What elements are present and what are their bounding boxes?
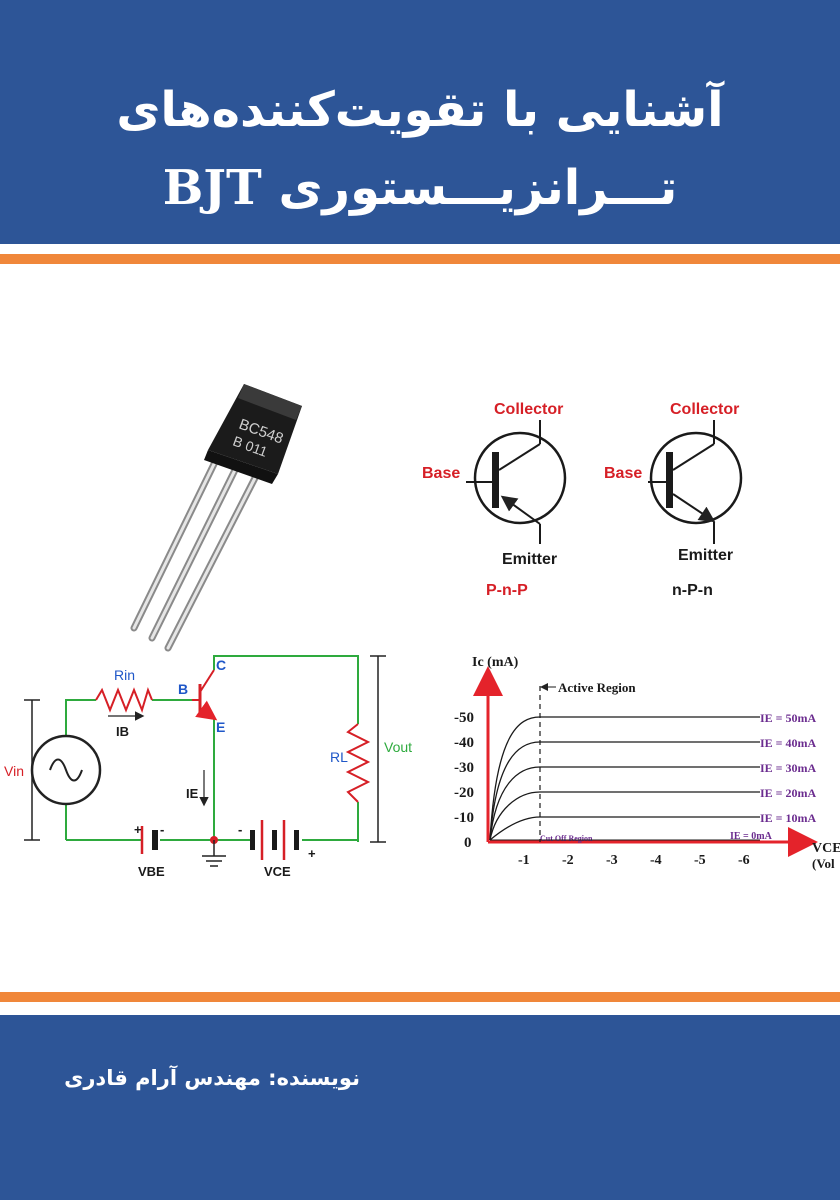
top-title-band <box>0 0 840 244</box>
y-tick-label: -40 <box>454 735 474 751</box>
book-title-line2: تـــرانزیـــستوری BJT <box>0 160 840 216</box>
bottom-author-band <box>0 1015 840 1200</box>
pnp-emitter-label: Emitter <box>502 551 557 568</box>
top-white-stripe <box>0 244 840 252</box>
curve-label: IE = 50mA <box>760 711 817 725</box>
vbe-minus: - <box>160 822 164 837</box>
y-tick-label: -20 <box>454 785 474 801</box>
rl-label: RL <box>330 749 348 765</box>
graph-y-label: Ic (mA) <box>472 655 519 670</box>
graph-x-label: VCE <box>812 841 840 856</box>
vout-label: Vout <box>384 739 412 755</box>
vbe-plus: + <box>134 822 142 837</box>
collector-terminal-label: C <box>216 657 226 673</box>
ib-label: IB <box>116 724 129 739</box>
book-title-line1: آشنایی با تقویت‌کننده‌های <box>116 82 724 138</box>
vbe-label: VBE <box>138 864 165 879</box>
pnp-base-label: Base <box>422 465 460 482</box>
npn-base-label: Base <box>604 465 642 482</box>
amplifier-circuit: Rin IB B C E IE Vin RL Vout + - VBE <box>4 655 412 879</box>
curve-label: IE = 0mA <box>730 831 773 842</box>
graph-x-unit: (Vol <box>812 856 835 871</box>
pnp-collector-label: Collector <box>494 401 563 418</box>
npn-emitter-label: Emitter <box>678 547 733 564</box>
npn-type-label: n-P-n <box>672 582 713 599</box>
rin-label: Rin <box>114 667 135 683</box>
curve-label: IE = 30mA <box>760 761 817 775</box>
base-terminal-label: B <box>178 681 188 697</box>
characteristic-curve <box>489 741 760 841</box>
characteristic-curve <box>489 816 760 841</box>
book-title-bjt: BJT <box>162 160 262 216</box>
x-tick-label: -1 <box>518 853 530 868</box>
characteristic-curve <box>489 766 760 841</box>
bottom-orange-stripe <box>0 992 840 1002</box>
book-title-fa: تـــرانزیـــستوری <box>278 160 678 216</box>
emitter-terminal-label: E <box>216 719 225 735</box>
y-tick-label: -50 <box>454 710 474 726</box>
x-tick-label: -4 <box>650 853 662 868</box>
cutoff-region-label: Cut Off Region <box>540 834 593 843</box>
vin-label: Vin <box>4 763 24 779</box>
curve-label: IE = 10mA <box>760 811 817 825</box>
characteristic-curve <box>489 791 760 841</box>
vce-minus: - <box>238 822 242 837</box>
x-tick-label: -6 <box>738 853 750 868</box>
ie-label: IE <box>186 786 199 801</box>
active-region-label: Active Region <box>558 680 636 695</box>
x-tick-label: -5 <box>694 853 706 868</box>
y-tick-label: 0 <box>464 835 472 851</box>
x-tick-label: -3 <box>606 853 618 868</box>
y-tick-label: -10 <box>454 810 474 826</box>
bottom-white-stripe <box>0 1004 840 1014</box>
pnp-type-label: P-n-P <box>486 582 528 599</box>
x-tick-label: -2 <box>562 853 574 868</box>
top-orange-stripe <box>0 254 840 264</box>
pnp-symbol: Collector Base Emitter P-n-P <box>422 401 567 599</box>
curve-label: IE = 40mA <box>760 736 817 750</box>
vce-label: VCE <box>264 864 291 879</box>
npn-collector-label: Collector <box>670 401 739 418</box>
vce-plus: + <box>308 846 316 861</box>
characteristic-graph: Ic (mA) VCE (Vol Active Region Cut Off R… <box>454 655 840 871</box>
author-name: نویسنده: مهندس آرام قادری <box>64 1066 360 1090</box>
characteristic-curve <box>489 716 760 841</box>
curve-label: IE = 20mA <box>760 786 817 800</box>
y-tick-label: -30 <box>454 760 474 776</box>
npn-symbol: Collector Base Emitter n-P-n <box>604 401 743 599</box>
transistor-photo: BC548 B 011 <box>130 384 302 652</box>
